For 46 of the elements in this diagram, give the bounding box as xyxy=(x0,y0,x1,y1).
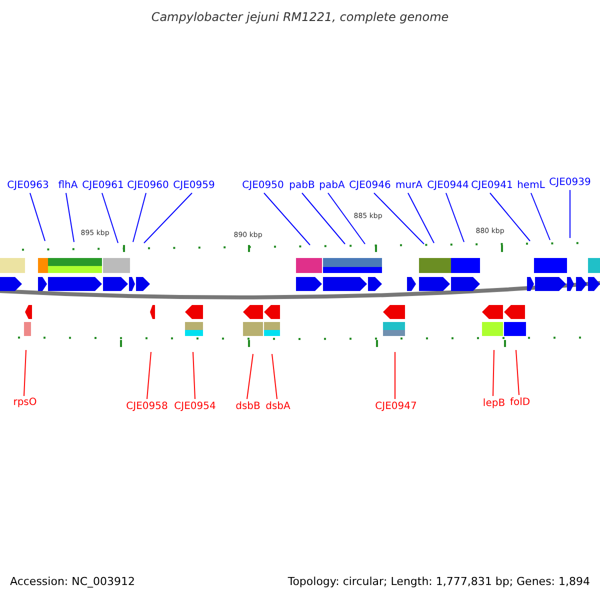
gene-label: CJE0950 xyxy=(242,180,284,192)
accession-text: Accession: NC_003912 xyxy=(10,576,136,588)
leader-line xyxy=(328,192,366,244)
leader-line xyxy=(516,350,520,396)
leader-line xyxy=(132,192,146,242)
gene-label: CJE0954 xyxy=(174,401,216,413)
genome-stats-text: Topology: circular; Length: 1,777,831 bp; Genes: 1,894 xyxy=(288,576,590,588)
leader-line xyxy=(192,352,196,400)
leader-line xyxy=(246,354,254,400)
gene-label: rpsO xyxy=(13,397,37,409)
leader-line xyxy=(30,192,46,242)
gene-label: dsbA xyxy=(266,401,290,413)
leader-line xyxy=(408,192,434,244)
gene-label: CJE0947 xyxy=(375,401,417,413)
leader-line xyxy=(66,192,74,242)
gene-label: CJE0959 xyxy=(173,180,215,192)
leader-line xyxy=(374,192,424,244)
gene-label: CJE0941 xyxy=(471,180,513,192)
gene-label: flhA xyxy=(58,180,78,192)
gene-label: pabB xyxy=(289,180,315,192)
leader-line xyxy=(302,192,346,244)
gene-label: CJE0946 xyxy=(349,180,391,192)
gene-label: CJE0944 xyxy=(427,180,469,192)
leader-line xyxy=(102,192,118,244)
leader-line xyxy=(394,352,396,400)
leader-line xyxy=(492,350,494,396)
gene-label: CJE0939 xyxy=(549,177,591,189)
gene-label: CJE0961 xyxy=(82,180,124,192)
leader-line xyxy=(490,192,530,242)
leader-line xyxy=(144,192,192,244)
gene-label: CJE0960 xyxy=(127,180,169,192)
title: Campylobacter jejuni RM1221, complete genome xyxy=(151,11,449,23)
leader-line xyxy=(272,354,278,400)
gene-label: dsbB xyxy=(236,401,260,413)
leader-line xyxy=(146,352,152,400)
leader-line xyxy=(264,192,310,246)
gene-label: hemL xyxy=(517,180,545,192)
leader-line xyxy=(530,192,550,240)
leader-line xyxy=(24,350,26,396)
gene-label: pabA xyxy=(319,180,345,192)
leader-line xyxy=(446,192,464,242)
gene-label: folD xyxy=(510,397,530,409)
gene-label: murA xyxy=(395,180,423,192)
gene-label: CJE0963 xyxy=(7,180,49,192)
gene-label: lepB xyxy=(482,398,506,410)
gene-label: CJE0958 xyxy=(126,401,168,413)
